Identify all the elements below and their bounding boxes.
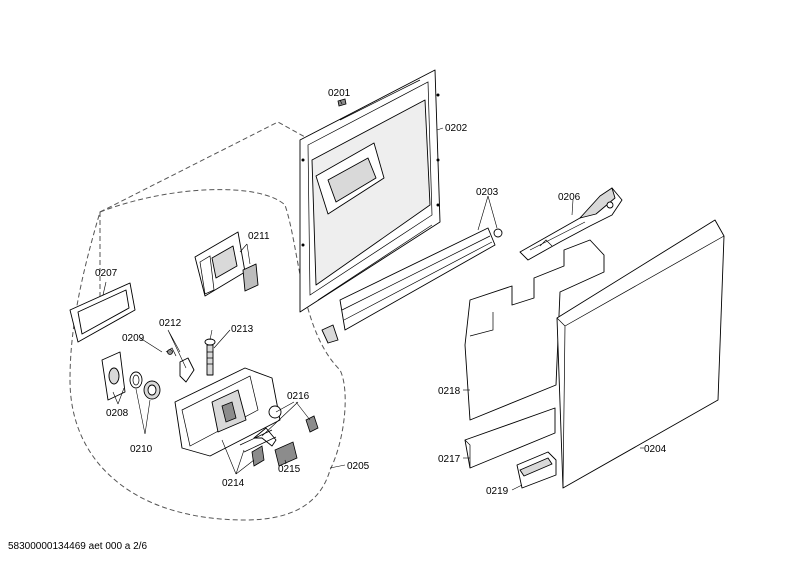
spring-parts xyxy=(165,347,195,383)
callout-0205: 0205 xyxy=(347,461,370,472)
callout-0217: 0217 xyxy=(438,454,461,465)
inner-door-panel xyxy=(299,69,441,313)
gasket-frame xyxy=(69,282,136,343)
actuator-parts xyxy=(253,405,319,447)
callout-0206: 0206 xyxy=(558,192,581,203)
callout-0201: 0201 xyxy=(328,88,351,99)
callout-0213: 0213 xyxy=(231,324,254,335)
callout-0214: 0214 xyxy=(222,478,245,489)
callout-0202: 0202 xyxy=(445,123,468,134)
outer-door-front xyxy=(556,219,725,489)
assembly-boundary-dashed xyxy=(69,189,346,521)
assembly-dashed-link xyxy=(99,121,306,300)
callout-0216: 0216 xyxy=(287,391,310,402)
callout-0215: 0215 xyxy=(278,464,301,475)
leader-lines xyxy=(102,99,644,491)
micro-switch xyxy=(274,441,298,467)
lower-strip-panel xyxy=(464,407,556,469)
springs xyxy=(239,429,277,467)
callout-0210: 0210 xyxy=(130,444,153,455)
knob-housing xyxy=(101,351,126,401)
hinge-bracket xyxy=(519,187,623,261)
callout-0211: 0211 xyxy=(248,231,270,242)
screw-part xyxy=(337,98,347,107)
pin-bolt xyxy=(204,338,216,376)
dispenser-housing xyxy=(174,367,281,457)
callout-0208: 0208 xyxy=(106,408,129,419)
callout-0218: 0218 xyxy=(438,386,461,397)
dispenser-cover xyxy=(194,231,259,297)
document-code: 58300000134469 aet 000 a 2/6 xyxy=(8,541,148,552)
kick-clip xyxy=(516,451,557,489)
callout-0207: 0207 xyxy=(95,268,118,279)
ring-seals xyxy=(129,371,161,400)
callout-0204: 0204 xyxy=(644,444,667,455)
lower-door-strip xyxy=(321,227,503,344)
insulation-panel xyxy=(464,239,605,421)
callout-0219: 0219 xyxy=(486,486,509,497)
callout-0203: 0203 xyxy=(476,187,499,198)
callout-0212: 0212 xyxy=(159,318,182,329)
callout-0209: 0209 xyxy=(122,333,145,344)
